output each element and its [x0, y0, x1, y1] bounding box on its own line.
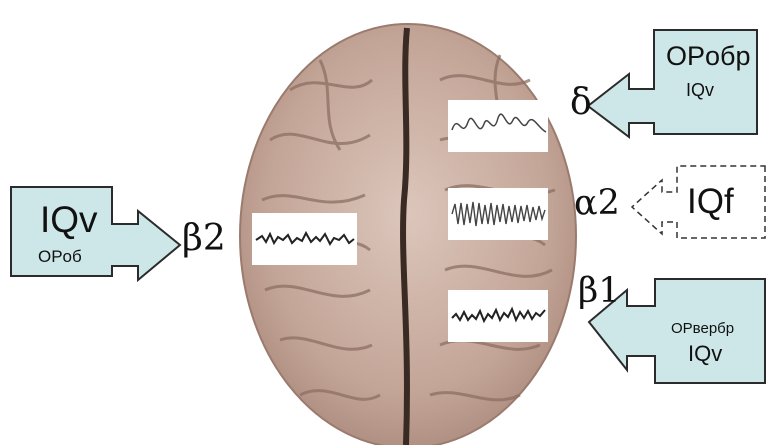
- left-callout-title: IQv: [40, 201, 98, 238]
- right-middle-callout-title: IQf: [687, 184, 734, 219]
- right-top-callout-title: OPобр: [666, 43, 751, 70]
- eeg-panel-bottom: [448, 290, 548, 342]
- beta1-label: β1: [578, 274, 621, 309]
- right-bottom-callout-title: OPвербр: [671, 321, 734, 336]
- right-bottom-callout-subtitle: IQv: [688, 343, 722, 365]
- eeg-panel-top: [448, 100, 548, 152]
- beta2-label: β2: [182, 221, 226, 257]
- eeg-panel-left: [252, 213, 357, 265]
- delta-label: δ: [570, 85, 592, 121]
- alpha2-label: α2: [574, 186, 620, 221]
- right-top-callout-subtitle: IQv: [686, 81, 714, 99]
- eeg-panel-middle: [448, 188, 548, 240]
- left-callout-subtitle: OPоб: [38, 248, 82, 265]
